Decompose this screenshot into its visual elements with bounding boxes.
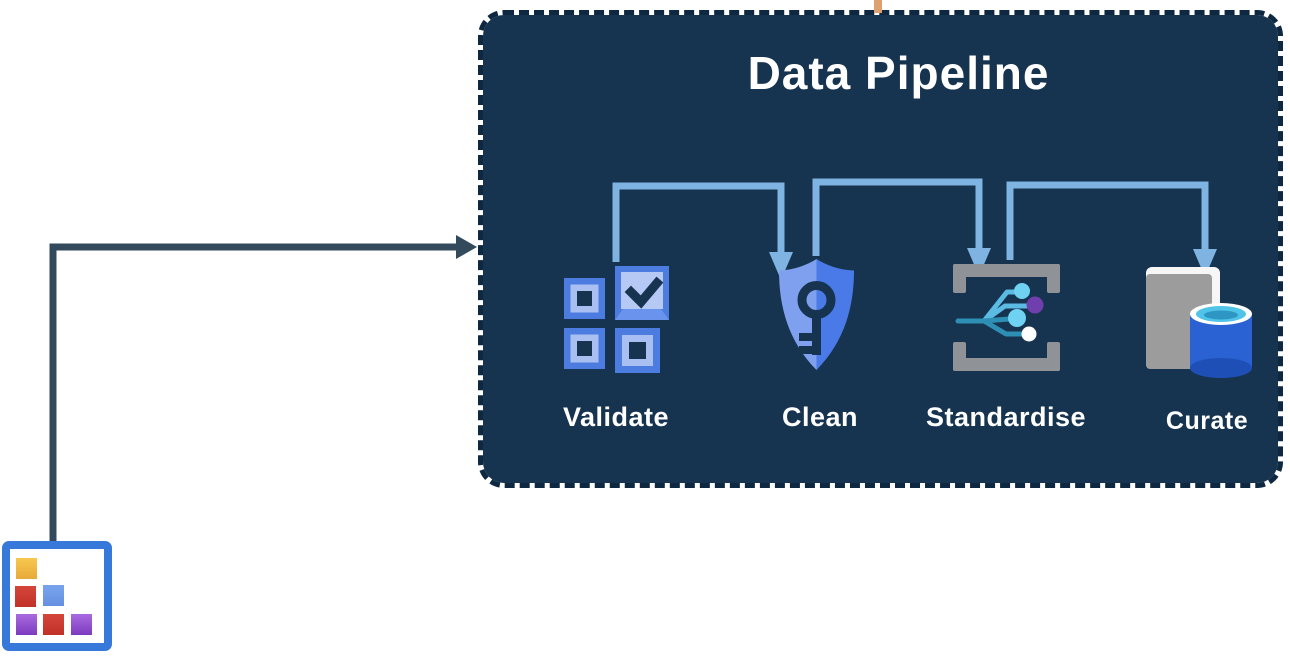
node-dot-cyan-top: [1014, 283, 1030, 299]
step-label-clean: Clean: [781, 402, 859, 432]
node-dot-white: [1021, 326, 1037, 342]
branch-lines: [955, 289, 1032, 337]
node-dot-purple: [1026, 296, 1044, 314]
book-database-icon: [1146, 267, 1252, 378]
check-mark: [624, 276, 664, 309]
dataset-square-purple: [16, 614, 37, 635]
step-label-standardise: Standardise: [925, 402, 1087, 432]
key-glyph: [797, 281, 836, 355]
shield-key-icon: [779, 259, 854, 370]
step-label-curate: Curate: [1165, 407, 1249, 435]
pipeline-step-curate: [1138, 262, 1263, 385]
dataset-square-red: [15, 586, 36, 607]
step-label-validate: Validate: [562, 402, 670, 432]
grid-check-icon: [564, 266, 669, 373]
pipeline-step-standardise: [945, 260, 1068, 380]
dataset-square-red-2: [43, 614, 64, 635]
branch-frame-icon: [953, 264, 1060, 371]
source-flow-arrow: [49, 235, 477, 541]
pipeline-step-validate: [560, 262, 670, 379]
node-dot-cyan-mid: [1008, 309, 1026, 327]
pipeline-title: Data Pipeline: [747, 47, 1050, 99]
database-cylinder: [1190, 303, 1252, 378]
dataset-square-purple-2: [71, 614, 92, 635]
dataset-square-blue: [43, 585, 64, 606]
dataset-square-yellow: [16, 558, 37, 579]
pipeline-step-clean: [768, 256, 865, 381]
dataset-grid-icon: [2, 541, 112, 651]
